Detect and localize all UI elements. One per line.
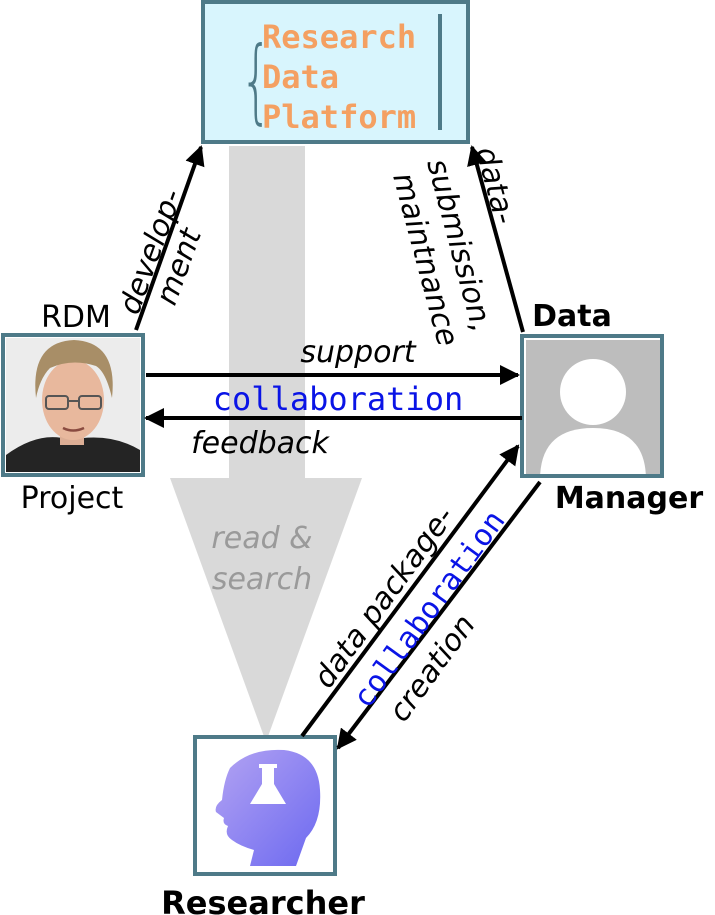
- researcher-box: [193, 735, 337, 876]
- data-label: Data: [532, 299, 612, 334]
- data-manager-avatar: [520, 334, 664, 478]
- submission-arrow: [467, 145, 525, 333]
- platform-title-line1: Research: [262, 18, 416, 56]
- creation-arrow: [336, 480, 542, 750]
- rdm-project-photo: [1, 333, 145, 477]
- user-silhouette-icon: [526, 340, 660, 474]
- researcher-label: Researcher: [161, 884, 365, 915]
- project-label: Project: [21, 481, 124, 516]
- research-data-platform-box: { Research Data Platform: [201, 0, 470, 144]
- support-label: support: [300, 335, 416, 370]
- submission-label-1: data-: [468, 143, 522, 228]
- platform-title-line3: Platform: [262, 98, 416, 136]
- rdm-label: RDM: [41, 300, 111, 335]
- read-search-arrow: [170, 146, 362, 742]
- collaboration-label-horizontal: collaboration: [213, 380, 463, 418]
- person-photo-icon: [6, 338, 140, 472]
- researcher-head-flask-icon: [215, 749, 321, 866]
- development-arrow: [134, 145, 205, 331]
- read-search-label-1: read &: [211, 521, 312, 556]
- manager-label: Manager: [555, 481, 704, 516]
- data-package-arrow: [300, 444, 520, 738]
- platform-brace: {: [240, 26, 272, 134]
- platform-title-line2: Data: [262, 58, 339, 96]
- read-search-label-2: search: [212, 562, 312, 597]
- feedback-label: feedback: [191, 426, 330, 461]
